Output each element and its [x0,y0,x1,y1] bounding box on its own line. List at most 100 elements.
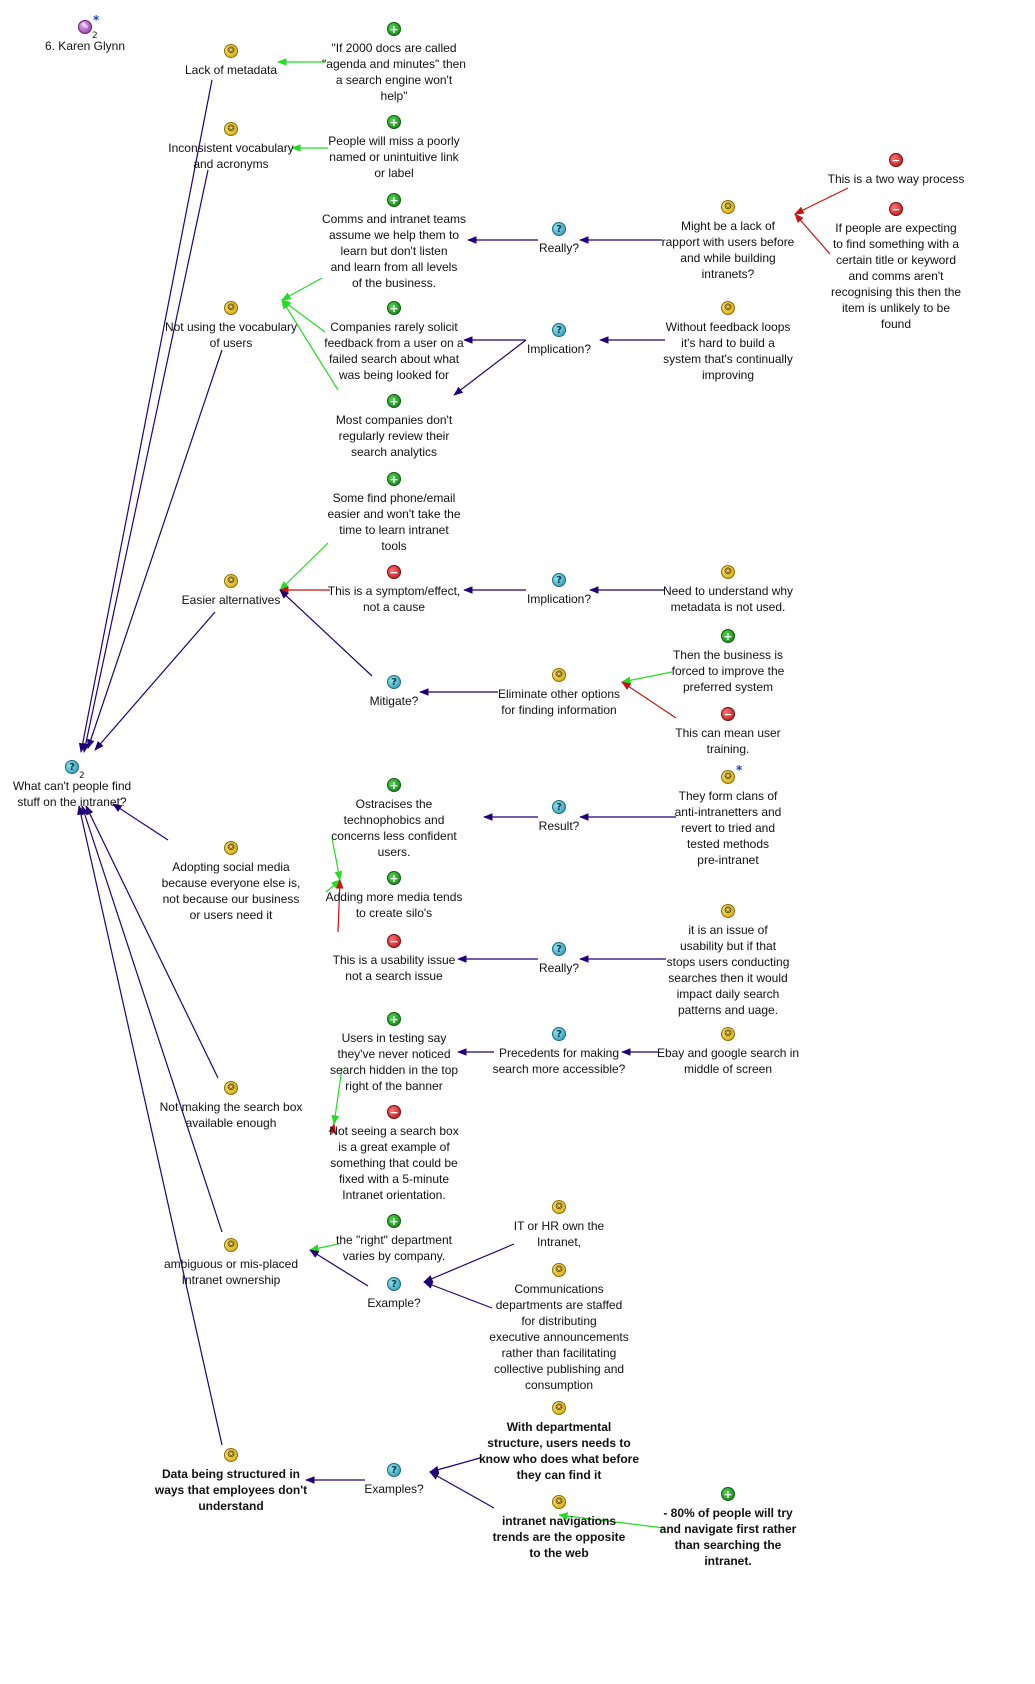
node-really1[interactable]: ?Really? [474,222,644,256]
node-label: - 80% of people will try and navigate fi… [659,1506,797,1568]
plus-icon: + [721,629,735,643]
node-precedents[interactable]: ?Precedents for making search more acces… [474,1027,644,1077]
node-symptom[interactable]: −This is a symptom/effect, not a cause [309,565,479,615]
node-clans[interactable]: ❂*They form clans of anti-intranetters a… [643,764,813,868]
node-label: Really? [538,961,580,975]
lightbulb-icon: ❂ [721,200,735,214]
link-review-analytics-to-not-using-vocab [281,299,339,391]
node-inconsistent[interactable]: ❂Inconsistent vocabulary and acronyms [146,122,316,172]
node-it-hr[interactable]: ❂IT or HR own the Intranet, [474,1200,644,1250]
link-search-box-to-root [85,805,219,1079]
node-issue-usability[interactable]: ❂it is an issue of usability but if that… [643,904,813,1018]
node-not-using-vocab[interactable]: ❂Not using the vocabulary of users [146,301,316,351]
node-easier-alt[interactable]: ❂Easier alternatives [146,574,316,608]
node-label: Then the business is forced to improve t… [671,648,785,694]
node-really2[interactable]: ? Really? [474,942,644,976]
node-rarely-solicit[interactable]: +Companies rarely solicit feedback from … [309,301,479,383]
node-label: If people are expecting to find somethin… [830,221,962,331]
link-not-using-vocab-to-root [87,349,223,749]
node-not-seeing[interactable]: −Not seeing a search box is a great exam… [309,1105,479,1203]
link-ostracises-to-social-media [331,837,343,881]
node-implication2[interactable]: ?Implication? [474,573,644,607]
node-example[interactable]: ?Example? [309,1277,479,1311]
plus-icon: + [387,778,401,792]
link-mitigate-to-easier-alt [279,589,373,677]
node-comms-depts[interactable]: ❂Communications departments are staffed … [474,1263,644,1393]
node-label: Result? [538,819,580,833]
node-expecting[interactable]: − If people are expecting to find somethi… [811,202,981,332]
node-label: Need to understand why metadata is not u… [662,584,794,614]
plus-icon: + [387,22,401,36]
node-docs-agenda[interactable]: +"If 2000 docs are called "agenda and mi… [309,22,479,104]
link-social-media-to-root [112,803,169,841]
node-forced-improve[interactable]: + Then the business is forced to improve … [643,629,813,695]
link-never-noticed-to-search-box [331,1067,343,1125]
node-comms-teams[interactable]: +Comms and intranet teams assume we help… [309,193,479,291]
node-label: Not making the search box available enou… [159,1100,303,1130]
link-expecting-to-lack-rapport [794,213,831,255]
question-icon: ? [552,942,566,956]
node-usability-issue[interactable]: −This is a usability issue not a search … [309,934,479,984]
plus-icon: + [387,871,401,885]
link-phone-email-to-easier-alt [279,542,329,591]
node-lack-rapport[interactable]: ❂Might be a lack of rapport with users b… [643,200,813,282]
node-label: ambiguous or mis-placed Intranet ownersh… [163,1257,299,1287]
node-never-noticed[interactable]: +Users in testing say they've never noti… [309,1012,479,1094]
star-icon: * [736,763,743,777]
question-icon: ? [552,1027,566,1041]
node-social-media[interactable]: ❂Adopting social media because everyone … [146,841,316,923]
node-ownership[interactable]: ❂ambiguous or mis-placed Intranet owners… [146,1238,316,1288]
node-data-structured[interactable]: ❂Data being structured in ways that empl… [146,1448,316,1514]
plus-icon: + [387,1012,401,1026]
lightbulb-icon: ❂ [224,122,238,136]
node-right-dept[interactable]: +the "right" department varies by compan… [309,1214,479,1264]
link-lack-meta-to-root [78,79,213,753]
node-poorly-named[interactable]: +People will miss a poorly named or unin… [309,115,479,181]
node-mitigate[interactable]: ?Mitigate? [309,675,479,709]
node-phone-email[interactable]: +Some find phone/email easier and won't … [309,472,479,554]
node-nav-trends[interactable]: ❂intranet navigations trends are the opp… [474,1495,644,1561]
minus-icon: − [387,1105,401,1119]
map-node[interactable]: ✎*2 6. Karen Glynn [0,14,170,54]
node-ebay-google[interactable]: ❂Ebay and google search in middle of scr… [643,1027,813,1077]
node-label: Example? [367,1296,421,1310]
node-metadata-not-used[interactable]: ❂Need to understand why metadata is not … [643,565,813,615]
lightbulb-icon: ❂ [224,44,238,58]
node-feedback-loops[interactable]: ❂Without feedback loops it's hard to bui… [643,301,813,383]
node-user-training[interactable]: −This can mean user training. [643,707,813,757]
node-label: They form clans of anti-intranetters and… [674,789,782,867]
plus-icon: + [387,193,401,207]
minus-icon: − [889,202,903,216]
node-label: Easier alternatives [181,593,281,607]
node-label: Companies rarely solicit feedback from a… [324,320,464,382]
node-ostracises[interactable]: +Ostracises the technophobics and concer… [309,778,479,860]
node-label: People will miss a poorly named or unint… [328,134,460,180]
question-icon: ? [552,222,566,236]
node-implication1[interactable]: ?Implication? [474,323,644,357]
node-dept-structure[interactable]: ❂With departmental structure, users need… [474,1401,644,1483]
node-result[interactable]: ?Result? [474,800,644,834]
node-two-way[interactable]: −This is a two way process [811,153,981,187]
lightbulb-icon: ❂ [552,1495,566,1509]
node-media-silos[interactable]: + Adding more media tends to create silo'… [309,871,479,921]
question-icon: ?2 [65,760,85,781]
node-lack-meta[interactable]: ❂Lack of metadata [146,44,316,78]
node-review-analytics[interactable]: + Most companies don't regularly review t… [309,394,479,460]
node-examples[interactable]: ?Examples? [309,1463,479,1497]
node-label: Mitigate? [369,694,419,708]
node-label: What can't people find stuff on the intr… [12,779,132,809]
link-comms-teams-to-not-using-vocab [281,277,323,301]
node-eighty-percent[interactable]: +- 80% of people will try and navigate f… [643,1487,813,1569]
node-label: With departmental structure, users needs… [478,1420,639,1482]
link-ownership-to-root [81,805,223,1233]
node-label: Adding more media tends to create silo's [325,890,463,920]
plus-icon: + [387,394,401,408]
node-eliminate[interactable]: ❂Eliminate other options for finding inf… [474,668,644,718]
node-label: Most companies don't regularly review th… [335,413,453,459]
link-implication1-to-review-analytics [453,339,527,396]
node-search-box[interactable]: ❂Not making the search box available eno… [146,1081,316,1131]
link-data-structured-to-root [77,805,223,1446]
map-icon: ✎*2 [78,14,99,41]
